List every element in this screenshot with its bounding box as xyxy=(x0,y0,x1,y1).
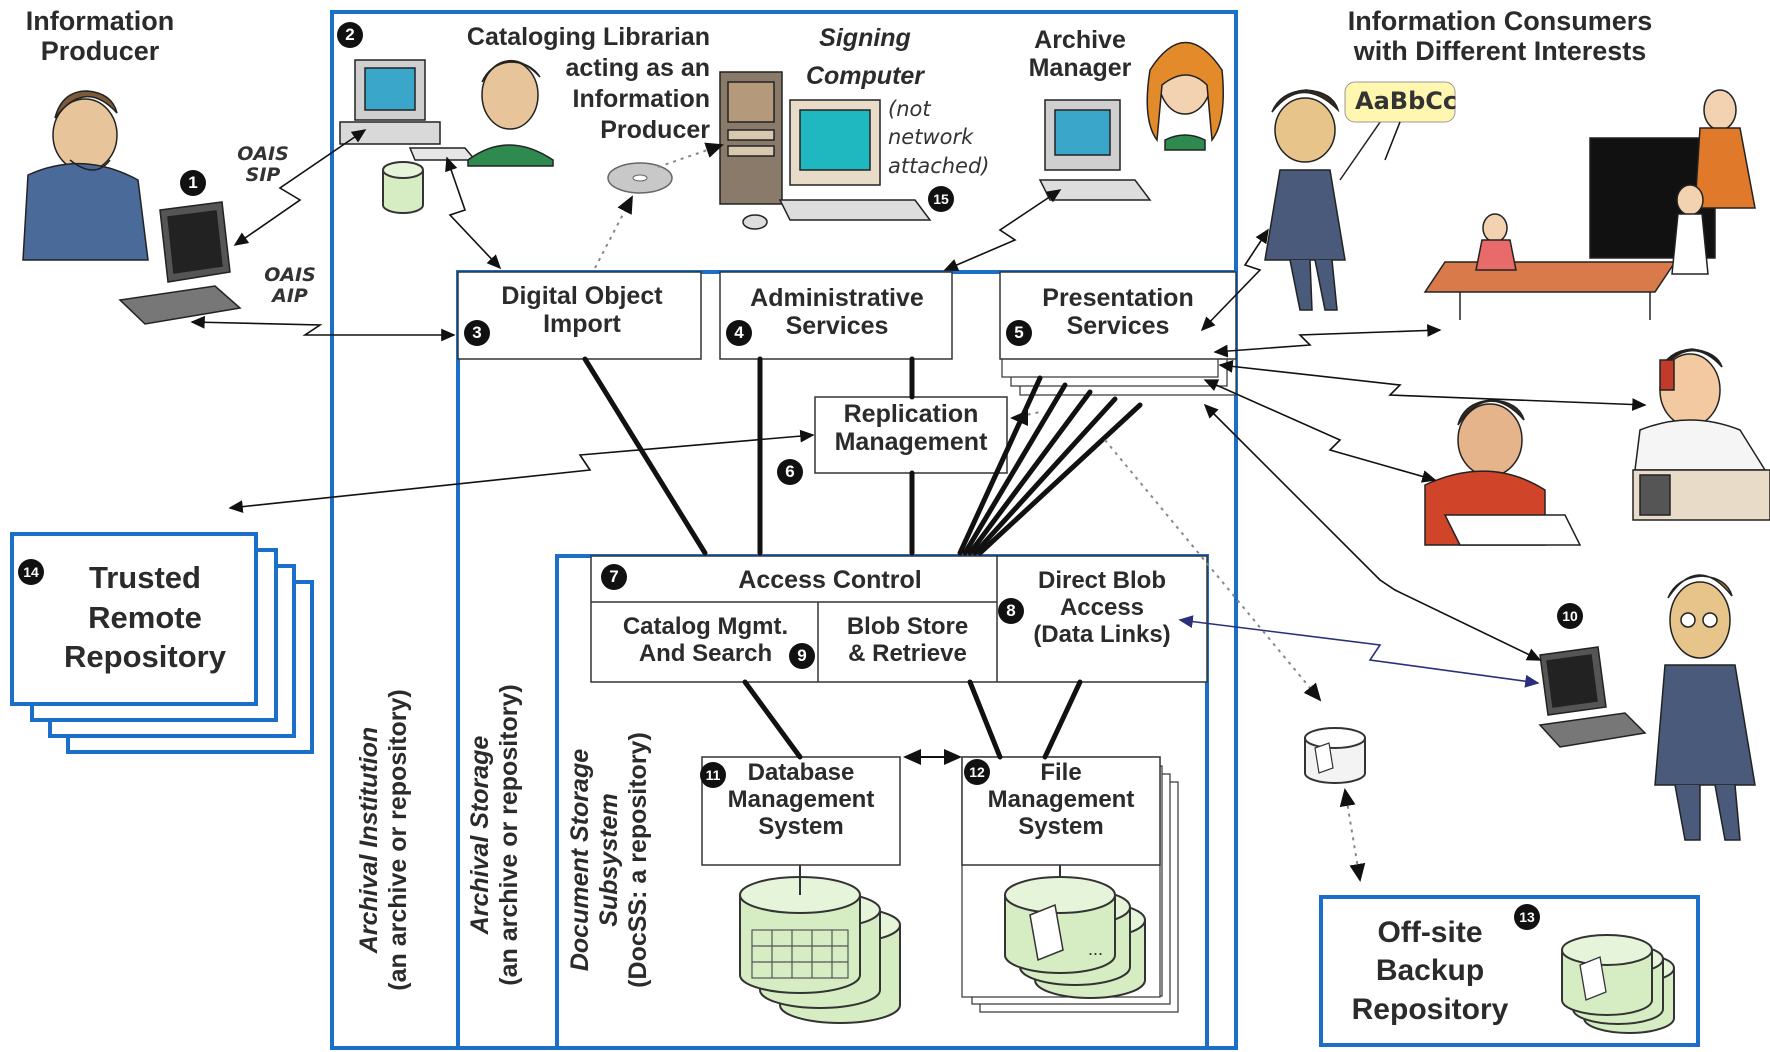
trusted-remote-repository-box xyxy=(10,532,258,706)
phone-person-icon xyxy=(1632,348,1770,521)
archival-institution-label: Archival Institution (an archive or repo… xyxy=(355,689,412,991)
catalog-mgmt-label: Catalog Mgmt.And Search xyxy=(622,613,789,667)
number-badge-2: 2 xyxy=(337,22,363,48)
blob-store-label: Blob Store& Retrieve xyxy=(846,613,969,667)
access-control-label: Access Control xyxy=(738,566,922,594)
manager-person-icon xyxy=(1146,41,1224,151)
number-badge-13: 13 xyxy=(1514,904,1540,930)
number-badge-3: 3 xyxy=(464,320,490,346)
cd-icon xyxy=(607,162,673,194)
replication-management-box xyxy=(814,396,1008,474)
teacher-person-icon xyxy=(1264,89,1386,311)
number-badge-14: 14 xyxy=(18,559,44,585)
number-badge-8: 8 xyxy=(998,598,1024,624)
student-person-icon xyxy=(1424,399,1582,546)
aabbcc-label: AaBbCc xyxy=(1355,87,1458,115)
tape-cylinder-icon xyxy=(1304,727,1366,784)
number-badge-12: 12 xyxy=(964,759,990,785)
digital-object-import-box xyxy=(457,271,702,360)
database-stack-icon xyxy=(739,865,901,1024)
dbms-box xyxy=(701,756,901,866)
signing-computer-icon xyxy=(719,71,932,230)
archival-storage-label: Archival Storage (an archive or reposito… xyxy=(466,684,523,986)
number-badge-5: 5 xyxy=(1006,320,1032,346)
number-badge-9: 9 xyxy=(789,643,815,669)
manager-computer-icon xyxy=(1038,99,1152,201)
disk-cylinder-icon xyxy=(382,161,424,214)
number-badge-7: 7 xyxy=(601,564,627,590)
worried-person-icon xyxy=(1654,574,1756,841)
backup-cylinder-icon xyxy=(1561,934,1675,1034)
number-badge-4: 4 xyxy=(726,320,752,346)
laptop-icon xyxy=(118,201,242,325)
producer-person-icon xyxy=(22,90,149,261)
librarian-person-icon xyxy=(467,60,554,167)
presentation-services-box xyxy=(999,271,1237,360)
consumer-laptop-icon xyxy=(1538,646,1647,748)
number-badge-6: 6 xyxy=(777,459,803,485)
classroom-icon xyxy=(1423,89,1756,320)
number-badge-1: 1 xyxy=(180,170,206,196)
number-badge-10: 10 xyxy=(1557,603,1583,629)
administrative-services-box xyxy=(719,271,953,360)
number-badge-15: 15 xyxy=(928,186,954,212)
file-stack-icon: ... xyxy=(1004,865,1146,999)
fms-box xyxy=(961,756,1161,866)
document-storage-label: Document Storage Subsystem (DocSS: a rep… xyxy=(566,732,652,988)
svg-text:...: ... xyxy=(1088,939,1103,959)
number-badge-11: 11 xyxy=(700,762,726,788)
